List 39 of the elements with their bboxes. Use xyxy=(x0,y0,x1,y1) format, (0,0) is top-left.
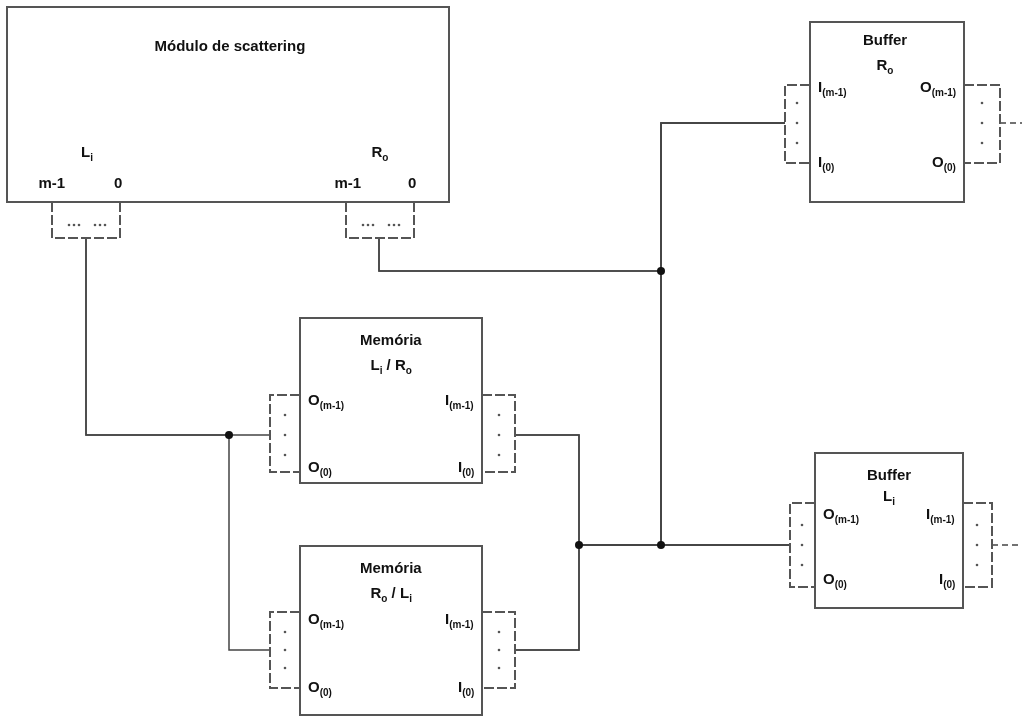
port-label: O$_{(m-1)}$ xyxy=(308,610,345,632)
port-label: 0 xyxy=(114,174,123,192)
port-label: O$_{(0)}$ xyxy=(308,678,332,700)
port-label: O$_{(m-1)}$ xyxy=(920,78,957,100)
block-title: Memória xyxy=(360,559,422,577)
port-label: I$_{(m-1)}$ xyxy=(818,78,847,100)
memory-block xyxy=(270,546,515,715)
bus-label: R$_{o}$ / L$_{i}$ xyxy=(370,584,412,606)
bus-label: R$_{o}$ xyxy=(371,143,389,165)
port-label: 0 xyxy=(408,174,417,192)
bus-line xyxy=(999,122,1023,124)
block-title: Buffer xyxy=(863,31,908,49)
port-label: O$_{(m-1)}$ xyxy=(823,505,860,527)
bus-label: R$_{o}$ xyxy=(876,56,894,78)
buffer-block xyxy=(790,453,992,608)
block-title: Memória xyxy=(360,331,422,349)
port-label: I$_{(0)}$ xyxy=(818,153,835,175)
bus-label: L$_{i}$ xyxy=(883,487,895,509)
memory-block xyxy=(270,318,515,483)
bus-line xyxy=(514,122,786,651)
port-label: m-1 xyxy=(334,174,362,192)
port-label: O$_{(0)}$ xyxy=(308,458,332,480)
port-label: O$_{(0)}$ xyxy=(932,153,956,175)
port-label: O$_{(0)}$ xyxy=(823,570,847,592)
block-title: Módulo de scattering xyxy=(154,37,306,55)
bus-label: L$_{i}$ xyxy=(81,143,93,165)
block-title: Buffer xyxy=(867,466,912,484)
port-label: I$_{(m-1)}$ xyxy=(445,610,474,632)
bus-line xyxy=(85,237,271,651)
port-label: I$_{(0)}$ xyxy=(458,678,475,700)
port-label: I$_{(0)}$ xyxy=(939,570,956,592)
buffer-block xyxy=(785,22,1000,202)
port-label: I$_{(m-1)}$ xyxy=(445,391,474,413)
module-block xyxy=(7,7,449,238)
port-label: I$_{(m-1)}$ xyxy=(926,505,955,527)
port-label: m-1 xyxy=(38,174,66,192)
port-label: O$_{(m-1)}$ xyxy=(308,391,345,413)
bus-label: L$_{i}$ / R$_{o}$ xyxy=(370,356,412,378)
port-label: I$_{(0)}$ xyxy=(458,458,475,480)
